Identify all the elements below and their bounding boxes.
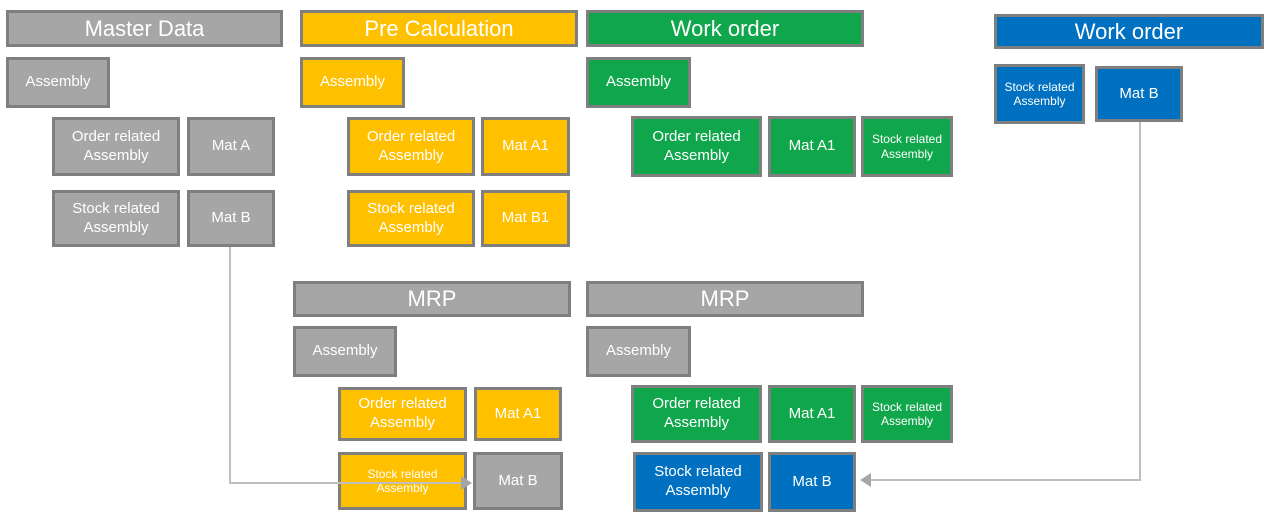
mrp-right-mat-a1: Mat A1 xyxy=(768,385,856,443)
mrp-right-header: MRP xyxy=(586,281,864,317)
connector-line-workorder-horizontal xyxy=(871,479,1141,481)
pre-calculation-assembly: Assembly xyxy=(300,57,405,108)
work-order-top-stock-related-assembly: Stock related Assembly xyxy=(861,116,953,177)
mrp-right-stock-related-assembly-green: Stock related Assembly xyxy=(861,385,953,443)
mrp-right-order-related-assembly: Order related Assembly xyxy=(631,385,762,443)
mrp-right-stock-related-assembly-blue: Stock related Assembly xyxy=(633,452,763,512)
mrp-left-header: MRP xyxy=(293,281,571,317)
work-order-right-stock-related-assembly: Stock related Assembly xyxy=(994,64,1085,124)
work-order-top-assembly: Assembly xyxy=(586,57,691,108)
pre-calculation-header: Pre Calculation xyxy=(300,10,578,47)
master-data-assembly: Assembly xyxy=(6,57,110,108)
master-data-header: Master Data xyxy=(6,10,283,47)
pre-calculation-mat-b1: Mat B1 xyxy=(481,190,570,247)
mrp-left-assembly: Assembly xyxy=(293,326,397,377)
arrowhead-right-icon xyxy=(461,476,472,490)
mrp-right-assembly: Assembly xyxy=(586,326,691,377)
pre-calculation-stock-related-assembly: Stock related Assembly xyxy=(347,190,475,247)
mrp-left-mat-a1: Mat A1 xyxy=(474,387,562,441)
work-order-right-header: Work order xyxy=(994,14,1264,49)
work-order-top-mat-a1: Mat A1 xyxy=(768,116,856,177)
master-data-stock-related-assembly: Stock related Assembly xyxy=(52,190,180,247)
mrp-right-mat-b: Mat B xyxy=(768,452,856,512)
connector-line-workorder-vertical xyxy=(1139,122,1141,481)
connector-line-matb-vertical xyxy=(229,247,231,484)
pre-calculation-order-related-assembly: Order related Assembly xyxy=(347,117,475,176)
work-order-top-header: Work order xyxy=(586,10,864,47)
work-order-top-order-related-assembly: Order related Assembly xyxy=(631,116,762,177)
master-data-order-related-assembly: Order related Assembly xyxy=(52,117,180,176)
arrowhead-left-icon xyxy=(860,473,871,487)
mrp-left-stock-related-assembly: Stock related Assembly xyxy=(338,452,467,510)
connector-line-matb-horizontal xyxy=(229,482,461,484)
mrp-left-order-related-assembly: Order related Assembly xyxy=(338,387,467,441)
mrp-left-mat-b: Mat B xyxy=(473,452,563,510)
master-data-mat-b: Mat B xyxy=(187,190,275,247)
master-data-mat-a: Mat A xyxy=(187,117,275,176)
pre-calculation-mat-a1: Mat A1 xyxy=(481,117,570,176)
work-order-right-mat-b: Mat B xyxy=(1095,66,1183,122)
